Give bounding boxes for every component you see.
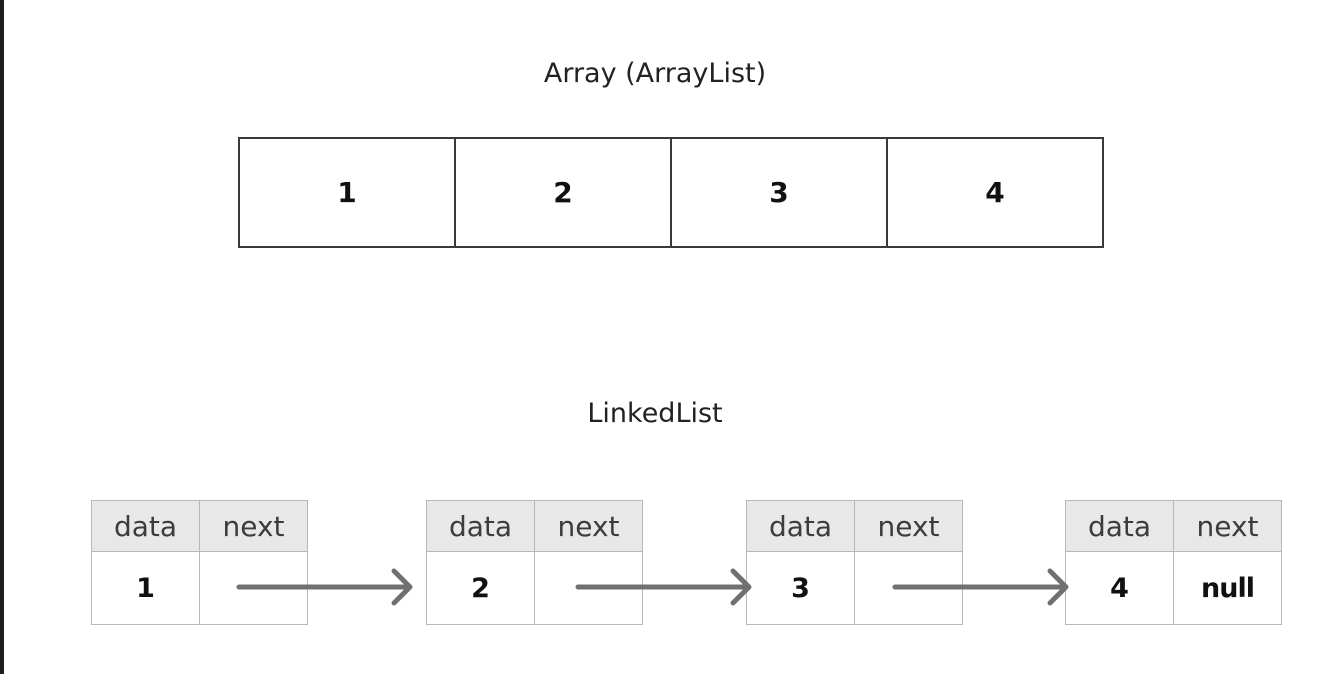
node-next-header: next (854, 500, 963, 552)
array-cell: 2 (454, 137, 672, 248)
array-cell: 3 (670, 137, 888, 248)
linkedlist-title: LinkedList (587, 398, 723, 429)
array-diagram: 1 2 3 4 (238, 137, 1104, 248)
node-data-value: 1 (91, 551, 200, 625)
node-data-header: data (426, 500, 535, 552)
next-pointer-arrow-icon (236, 568, 413, 606)
linkedlist-node: data next 4 null (1065, 500, 1282, 625)
node-data-value: 2 (426, 551, 535, 625)
node-next-header: next (199, 500, 308, 552)
array-cell: 1 (238, 137, 456, 248)
window-edge (0, 0, 4, 674)
array-cell: 4 (886, 137, 1104, 248)
node-data-value: 4 (1065, 551, 1174, 625)
node-next-value: null (1173, 551, 1282, 625)
node-data-header: data (1065, 500, 1174, 552)
next-pointer-arrow-icon (892, 568, 1069, 606)
node-data-header: data (746, 500, 855, 552)
next-pointer-arrow-icon (575, 568, 752, 606)
array-title: Array (ArrayList) (543, 58, 767, 89)
node-next-header: next (534, 500, 643, 552)
node-data-value: 3 (746, 551, 855, 625)
linkedlist-node: data next 1 (91, 500, 308, 625)
node-data-header: data (91, 500, 200, 552)
node-next-header: next (1173, 500, 1282, 552)
